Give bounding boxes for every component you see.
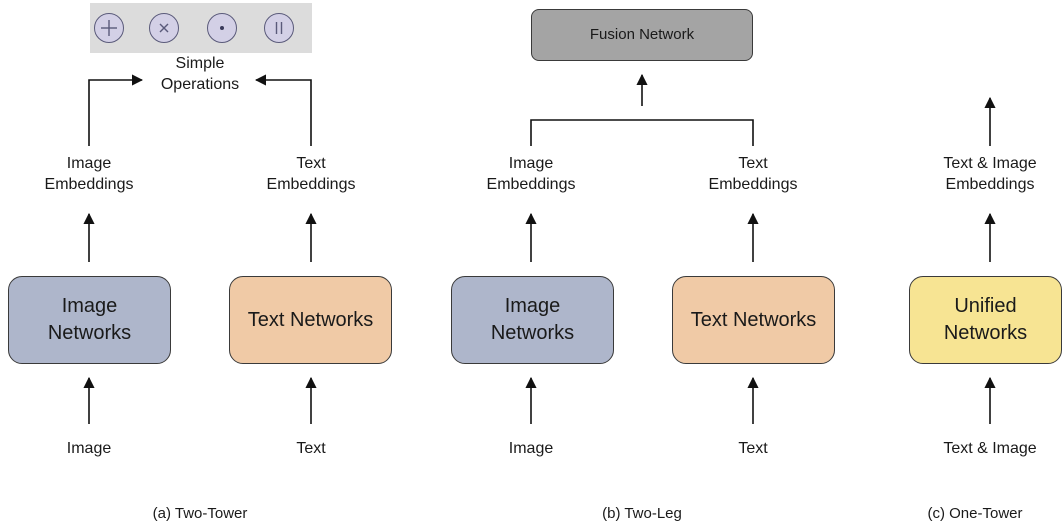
c-embeddings-line1: Text & Image — [943, 155, 1037, 172]
b-text-embeddings-label: Text Embeddings — [693, 153, 813, 195]
b-image-networks-line2: Networks — [490, 322, 575, 344]
arrow-a-text-to-ops — [254, 74, 312, 146]
a-text-input-label: Text — [296, 440, 326, 457]
a-image-embeddings-line1: Image — [66, 155, 112, 172]
b-text-networks-label: Text Networks — [690, 308, 817, 331]
a-image-networks-line1: Image — [61, 295, 118, 317]
b-image-embeddings-label: Image Embeddings — [471, 153, 591, 195]
a-text-networks-label: Text Networks — [247, 308, 374, 331]
c-caption: (c) One-Tower — [927, 505, 1023, 522]
unified-networks-line1: Unified — [954, 295, 1017, 317]
a-image-embeddings-label: Image Embeddings — [29, 153, 149, 195]
a-caption: (a) Two-Tower — [152, 505, 248, 522]
b-text-embeddings-line2: Embeddings — [708, 176, 798, 193]
arrow-a-image-to-ops — [88, 74, 144, 146]
c-embeddings-line2: Embeddings — [945, 176, 1035, 193]
bracket-b-join — [530, 119, 754, 146]
simple-operations-line1: Simple — [175, 55, 225, 72]
b-image-input-label: Image — [508, 440, 554, 457]
c-input-label: Text & Image — [943, 440, 1037, 457]
b-text-input-label: Text — [738, 440, 768, 457]
b-text-networks-box: Text Networks — [672, 276, 835, 364]
b-caption: (b) Two-Leg — [602, 505, 682, 522]
b-text-embeddings-line1: Text — [738, 155, 768, 172]
times-circle-icon — [149, 13, 179, 43]
a-image-embeddings-line2: Embeddings — [44, 176, 134, 193]
unified-networks-box: Unified Networks — [909, 276, 1062, 364]
b-image-networks-line1: Image — [504, 295, 561, 317]
b-image-embeddings-line1: Image — [508, 155, 554, 172]
unified-networks-line2: Networks — [943, 322, 1028, 344]
a-image-networks-line2: Networks — [47, 322, 132, 344]
c-embeddings-label: Text & Image Embeddings — [920, 153, 1060, 195]
b-image-embeddings-line2: Embeddings — [486, 176, 576, 193]
a-image-input-label: Image — [66, 440, 112, 457]
dot-circle-icon — [207, 13, 237, 43]
a-text-networks-box: Text Networks — [229, 276, 392, 364]
simple-operations-label: Simple Operations — [150, 53, 250, 95]
a-text-embeddings-line2: Embeddings — [266, 176, 356, 193]
b-image-networks-box: Image Networks — [451, 276, 614, 364]
plus-circle-icon — [94, 13, 124, 43]
a-text-embeddings-line1: Text — [296, 155, 326, 172]
a-text-embeddings-label: Text Embeddings — [251, 153, 371, 195]
operations-bar — [90, 3, 312, 53]
fusion-network-label: Fusion Network — [589, 26, 695, 43]
a-image-networks-box: Image Networks — [8, 276, 171, 364]
simple-operations-line2: Operations — [160, 76, 240, 93]
fusion-network-box: Fusion Network — [531, 9, 753, 61]
parallel-circle-icon — [264, 13, 294, 43]
